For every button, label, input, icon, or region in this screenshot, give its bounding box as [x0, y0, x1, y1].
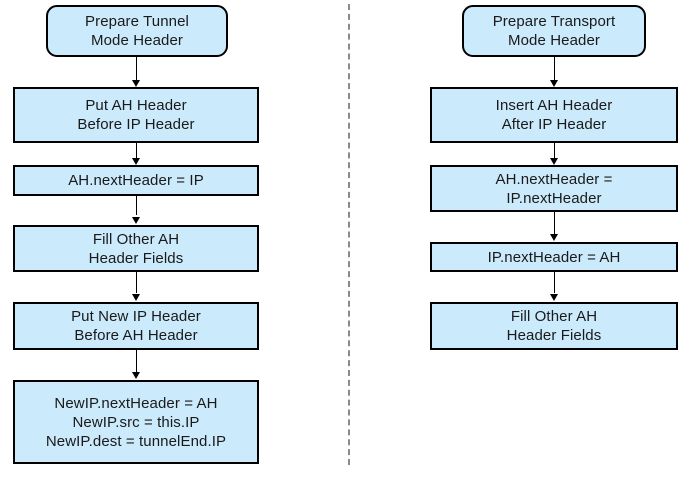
arrowhead-tunnel-step5: [132, 372, 140, 379]
arrowhead-tunnel-step2: [132, 158, 140, 165]
connector-tunnel-step3-to-step4: [136, 272, 137, 293]
connector-transport-step2-to-step3: [554, 212, 555, 234]
node-text-line: NewIP.dest = tunnelEnd.IP: [45, 432, 227, 450]
node-text-line: Prepare Transport: [492, 13, 616, 30]
node-text-line: Prepare Tunnel: [85, 13, 189, 30]
node-text-line: Before IP Header: [77, 116, 195, 133]
node-tunnel-step-2[interactable]: AH.nextHeader = IP: [13, 165, 259, 196]
connector-transport-step1-to-step2: [554, 143, 555, 159]
node-text-line: Put New IP Header: [71, 308, 201, 325]
connector-transport-step3-to-step4: [554, 272, 555, 293]
node-transport-step-3[interactable]: IP.nextHeader = AH: [430, 242, 678, 272]
connector-tunnel-start-to-step1: [136, 57, 137, 81]
connector-tunnel-step2-to-step3: [136, 196, 137, 215]
arrowhead-tunnel-step4: [132, 294, 140, 301]
node-transport-start[interactable]: Prepare Transport Mode Header: [462, 5, 646, 57]
node-text-line: Mode Header: [91, 32, 183, 49]
connector-tunnel-step4-to-step5: [136, 350, 137, 373]
connector-tunnel-step1-to-step2: [136, 143, 137, 159]
node-text-line: Put AH Header: [85, 97, 187, 114]
node-text-line: NewIP.nextHeader = AH: [54, 394, 218, 412]
node-tunnel-start[interactable]: Prepare Tunnel Mode Header: [46, 5, 228, 57]
arrowhead-tunnel-step1: [132, 80, 140, 87]
node-tunnel-step-3[interactable]: Fill Other AH Header Fields: [13, 225, 259, 272]
arrowhead-transport-step3: [550, 234, 558, 241]
node-text-line: Insert AH Header: [495, 97, 613, 114]
node-tunnel-step-1[interactable]: Put AH Header Before IP Header: [13, 87, 259, 143]
node-text-line: Header Fields: [88, 249, 184, 267]
column-divider: [348, 4, 350, 465]
node-text-line: IP.nextHeader = AH: [487, 248, 621, 266]
arrowhead-transport-step2: [550, 158, 558, 165]
node-text-line: Fill Other AH: [510, 308, 598, 325]
node-tunnel-step-4[interactable]: Put New IP Header Before AH Header: [13, 302, 259, 350]
node-transport-step-2[interactable]: AH.nextHeader = IP.nextHeader: [430, 165, 678, 212]
node-text-line: Fill Other AH: [92, 230, 180, 248]
node-transport-step-1[interactable]: Insert AH Header After IP Header: [430, 87, 678, 143]
node-text-line: After IP Header: [501, 116, 607, 133]
node-text-line: Before AH Header: [74, 327, 198, 344]
node-text-line: Header Fields: [506, 327, 602, 344]
node-text-line: AH.nextHeader =: [495, 170, 613, 188]
node-text-line: Mode Header: [508, 32, 600, 49]
arrowhead-transport-step4: [550, 294, 558, 301]
node-transport-step-4[interactable]: Fill Other AH Header Fields: [430, 302, 678, 350]
node-tunnel-step-5[interactable]: NewIP.nextHeader = AH NewIP.src = this.I…: [13, 380, 259, 464]
arrowhead-transport-step1: [550, 80, 558, 87]
connector-transport-start-to-step1: [554, 57, 555, 81]
node-text-line: NewIP.src = this.IP: [72, 413, 200, 431]
arrowhead-tunnel-step3: [132, 217, 140, 224]
node-text-line: IP.nextHeader: [506, 189, 602, 207]
node-text-line: AH.nextHeader = IP: [68, 172, 204, 189]
